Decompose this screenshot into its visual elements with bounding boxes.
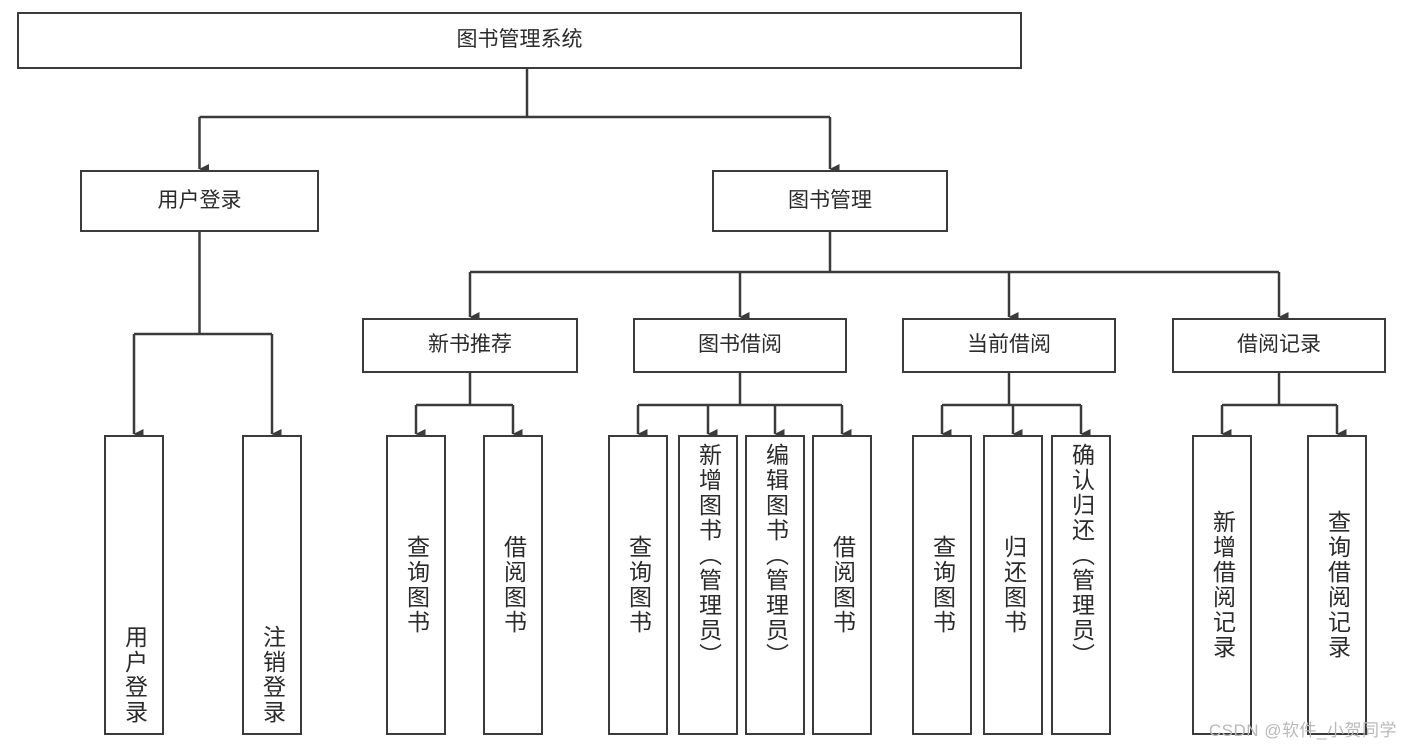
csdn-watermark: CSDN @软件_小贺同学 <box>1208 721 1397 740</box>
connector-lines <box>132 69 1347 439</box>
leaf-edit-book-admin-label: 编辑图书（管理员） <box>762 443 789 668</box>
node-root[interactable]: 图书管理系统 <box>17 12 1022 69</box>
leaf-add-borrow-record[interactable]: 新增借阅记录 <box>1192 435 1252 735</box>
leaf-logout[interactable]: 注销登录 <box>242 435 302 735</box>
leaf-query-book-1[interactable]: 查询图书 <box>386 435 446 735</box>
leaf-return-book[interactable]: 归还图书 <box>983 435 1043 735</box>
node-user-login[interactable]: 用户登录 <box>80 170 319 232</box>
node-user-login-label: 用户登录 <box>157 188 242 212</box>
leaf-query-borrow-record[interactable]: 查询借阅记录 <box>1307 435 1367 735</box>
leaf-confirm-return-admin-label: 确认归还（管理员） <box>1068 443 1095 668</box>
leaf-query-borrow-record-label: 查询借阅记录 <box>1324 510 1351 660</box>
node-current-borrow-label: 当前借阅 <box>967 333 1051 357</box>
leaf-logout-label: 注销登录 <box>259 625 286 725</box>
leaf-add-book-admin-label: 新增图书（管理员） <box>695 443 722 668</box>
node-new-book-recommend[interactable]: 新书推荐 <box>362 318 578 373</box>
node-book-borrow[interactable]: 图书借阅 <box>633 318 847 373</box>
leaf-borrow-book-1-label: 借阅图书 <box>500 535 527 635</box>
leaf-return-book-label: 归还图书 <box>1000 535 1027 635</box>
leaf-edit-book-admin[interactable]: 编辑图书（管理员） <box>745 435 805 735</box>
node-current-borrow[interactable]: 当前借阅 <box>902 318 1116 373</box>
leaf-add-borrow-record-label: 新增借阅记录 <box>1209 510 1236 660</box>
leaf-borrow-book-1[interactable]: 借阅图书 <box>483 435 543 735</box>
leaf-query-book-2-label: 查询图书 <box>625 535 652 635</box>
leaf-query-book-1-label: 查询图书 <box>403 535 430 635</box>
leaf-borrow-book-2-label: 借阅图书 <box>829 535 856 635</box>
node-borrow-record[interactable]: 借阅记录 <box>1172 318 1386 373</box>
leaf-confirm-return-admin[interactable]: 确认归还（管理员） <box>1051 435 1111 735</box>
node-new-book-recommend-label: 新书推荐 <box>428 333 512 357</box>
node-root-label: 图书管理系统 <box>456 28 583 52</box>
leaf-query-book-2[interactable]: 查询图书 <box>608 435 668 735</box>
leaf-user-login-label: 用户登录 <box>121 625 148 725</box>
node-book-management[interactable]: 图书管理 <box>712 170 948 232</box>
node-book-management-label: 图书管理 <box>788 188 872 212</box>
leaf-add-book-admin[interactable]: 新增图书（管理员） <box>678 435 738 735</box>
leaf-borrow-book-2[interactable]: 借阅图书 <box>812 435 872 735</box>
leaf-query-book-3-label: 查询图书 <box>929 535 956 635</box>
leaf-query-book-3[interactable]: 查询图书 <box>912 435 972 735</box>
node-book-borrow-label: 图书借阅 <box>698 333 782 357</box>
leaf-user-login[interactable]: 用户登录 <box>104 435 164 735</box>
node-borrow-record-label: 借阅记录 <box>1237 333 1321 357</box>
